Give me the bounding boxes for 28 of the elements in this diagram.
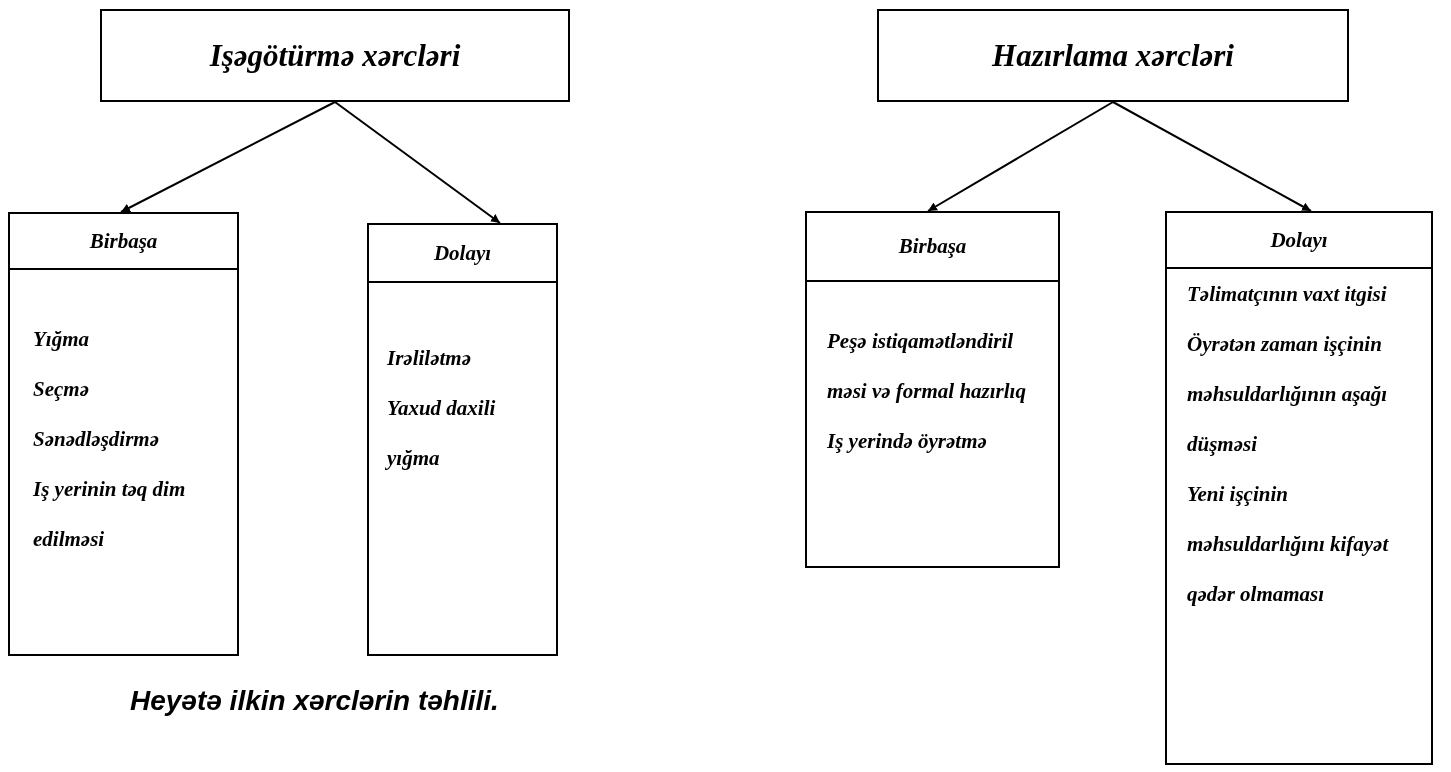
list-item: Sənədləşdirmə (33, 426, 160, 453)
arrow (334, 101, 501, 224)
list-item: Yığma (33, 326, 90, 353)
list-item: Iş yerində öyrətmə (827, 428, 988, 455)
box-title: Hazırlama xərcləri (991, 36, 1235, 75)
list-box (367, 223, 558, 656)
arrow (927, 101, 1114, 212)
list-item: Təlimatçının vaxt itgisi (1187, 281, 1388, 308)
box-title: Işəgötürmə xərcləri (208, 36, 462, 75)
list-item: Seçmə (33, 376, 90, 403)
list-item: Irəlilətmə (387, 345, 472, 372)
box-heading: Birbaşa (89, 228, 158, 254)
box-heading: Dolayı (1270, 227, 1328, 253)
list-item: Yeni işçinin məhsuldarlığını kifayət qədər olmaması (1187, 481, 1390, 608)
list-box (805, 211, 1060, 568)
box-heading: Birbaşa (898, 234, 967, 259)
list-item: Peşə istiqamətləndiril məsi və formal hazırlıq (827, 328, 1027, 405)
arrow (1112, 101, 1312, 212)
box-heading: Dolayı (433, 240, 492, 266)
list-item: Öyrətən zaman işçinin məhsuldarlığının aşağı düşməsi (1187, 331, 1389, 458)
list-box (1165, 211, 1433, 765)
list-item: Yaxud daxili yığma (387, 395, 497, 472)
caption: Heyətə ilkin xərclərin təhlili. (130, 685, 499, 717)
list-box (8, 212, 239, 656)
category-box (877, 9, 1349, 102)
category-box (100, 9, 570, 102)
arrow (120, 101, 336, 213)
list-item: Iş yerinin təq dim edilməsi (33, 476, 187, 553)
